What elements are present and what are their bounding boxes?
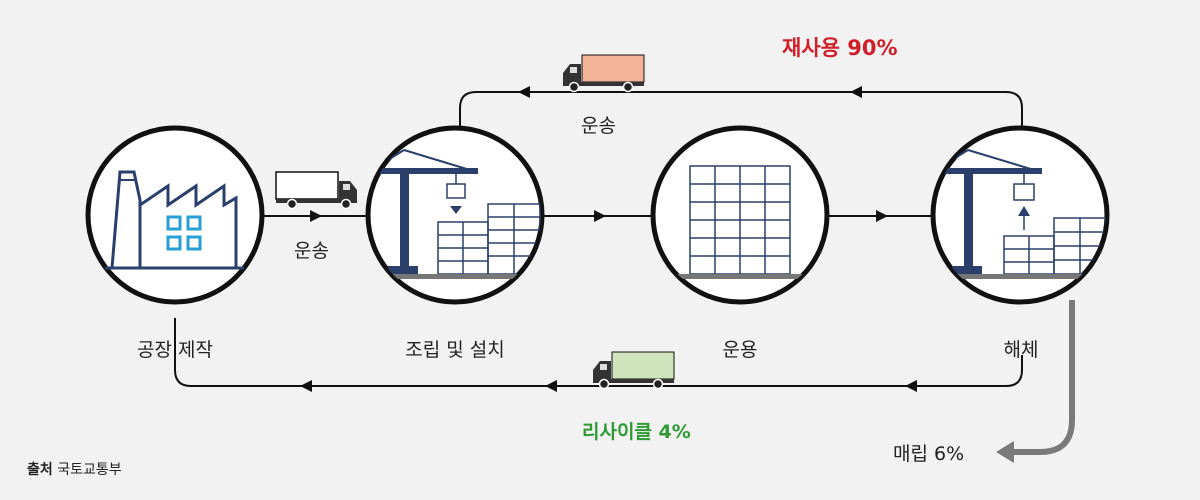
stage-label-assembly: 조립 및 설치 [405,339,505,361]
forward-transport-label: 운송 [294,240,329,262]
reuse-transport-label: 운송 [581,115,616,137]
forward-flow-lines [261,210,934,222]
truck-forward-icon [275,171,357,210]
stage-label-dismantle: 해체 [1003,339,1039,361]
source-prefix: 출처 [27,462,53,478]
truck-reuse-icon [563,54,645,93]
landfill-rate-label: 매립 6% [893,443,965,465]
truck-recycle-icon [593,351,675,390]
reuse-flow-line [459,86,1023,128]
recycle-rate-label: 리사이클 4% [582,421,691,443]
stage-label-operation: 운용 [722,339,758,361]
factory-icon [105,170,244,270]
landfill-flow-arrow [996,300,1075,463]
source-text: 국토교통부 [57,462,122,478]
reuse-rate-label: 재사용 90% [782,36,898,60]
stage-label-factory: 공장 제작 [137,339,213,361]
modular-building-icon [654,165,826,279]
crane-dismantle-icon [934,149,1106,279]
recycle-flow-line [174,318,1023,392]
source-credit: 출처 국토교통부 [27,459,122,479]
